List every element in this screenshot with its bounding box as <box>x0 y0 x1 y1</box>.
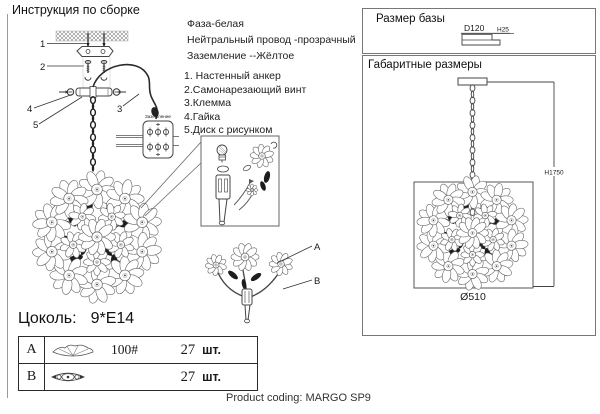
callout-1-label: 1 <box>40 39 45 50</box>
socket-label: Цоколь: <box>18 310 77 327</box>
parts-item: 1. Настенный анкер <box>184 70 281 82</box>
parts-item: 3.Клемма <box>184 97 232 109</box>
components-table: A 100# 27 шт. B <box>18 336 258 391</box>
callout-3-label: 3 <box>117 104 122 115</box>
callout-2-label: 2 <box>40 62 45 73</box>
overall-size-title: Габаритные размеры <box>368 59 482 71</box>
wiring-ground: Заземление --Жёлтое <box>187 50 295 62</box>
row-letter: B <box>19 364 45 390</box>
row-size: 100# <box>111 342 138 357</box>
product-coding: Product coding: MARGO SP9 <box>226 392 371 404</box>
flower-shade-icon <box>45 342 111 358</box>
parts-item: 2.Самонарезающий винт <box>184 83 307 96</box>
detail-a-label: A <box>314 242 321 253</box>
base-size-box: Размер базы <box>362 8 596 54</box>
parts-item: 4.Гайка <box>184 110 221 123</box>
row-qty: 27 <box>180 341 196 358</box>
wiring-neutral: Нейтральный провод -прозрачный <box>187 34 356 46</box>
overall-size-box: Габаритные размеры <box>362 55 596 336</box>
table-row: A 100# 27 шт. <box>19 337 257 363</box>
callout-5-label: 5 <box>33 120 38 131</box>
table-row: B 27 шт. <box>19 363 257 390</box>
page-title: Инструкция по сборке <box>12 3 140 17</box>
row-unit: шт. <box>202 369 221 384</box>
base-size-title: Размер базы <box>376 13 445 25</box>
socket-value: 9*E14 <box>90 310 135 327</box>
parts-list: 1. Настенный анкер 2.Самонарезающий винт… <box>184 70 306 138</box>
wiring-phase: Фаза-белая <box>187 18 244 30</box>
wiring-legend: Фаза-белая Нейтральный провод -прозрачны… <box>187 16 356 64</box>
parts-item: 5.Диск с рисунком <box>184 124 273 136</box>
socket-spec: Цоколь: 9*E14 <box>18 310 134 328</box>
row-unit: шт. <box>202 342 221 357</box>
row-letter: A <box>19 337 45 363</box>
callout-4-label: 4 <box>27 104 32 115</box>
row-qty: 27 <box>180 368 196 385</box>
detail-b-label: B <box>314 276 320 287</box>
ground-tiny-label: Заземление <box>145 114 171 119</box>
crystal-icon <box>45 370 111 384</box>
